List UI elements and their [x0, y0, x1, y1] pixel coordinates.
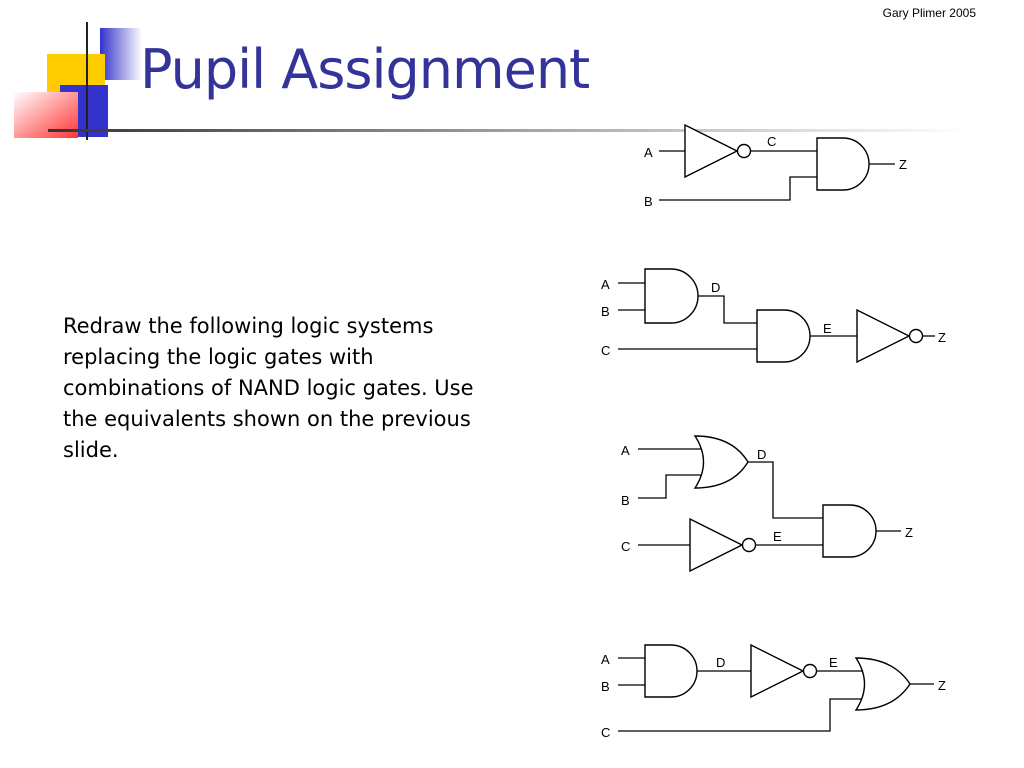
circuit-3-label-c: C [621, 539, 630, 554]
circuit-4-label-e: E [829, 655, 838, 670]
circuit-3-wire-d [748, 461, 823, 519]
circuit-1-not-bubble [736, 143, 752, 159]
circuit-3-label-a: A [621, 443, 630, 458]
author-credit: Gary Plimer 2005 [882, 6, 976, 20]
circuit-1-wire-b [659, 176, 817, 201]
circuit-2-not-gate [856, 308, 911, 364]
circuit-4-or-gate [854, 657, 911, 711]
circuit-3-not-gate [689, 517, 744, 573]
circuit-4-not-bubble [802, 663, 818, 679]
circuit-4-label-z: Z [938, 678, 946, 693]
circuit-4-label-b: B [601, 679, 610, 694]
circuit-3-label-d: D [757, 447, 766, 462]
corner-decoration [14, 22, 968, 140]
circuit-2-label-a: A [601, 277, 610, 292]
circuit-2-wire-d [698, 295, 757, 324]
slide-title: Pupil Assignment [140, 38, 590, 101]
circuit-3-not-bubble [741, 537, 757, 553]
circuit-4-label-c: C [601, 725, 610, 740]
circuit-3: A B C D E Z [621, 435, 913, 573]
circuit-1-label-z: Z [899, 157, 907, 172]
circuit-4: A B C D E Z [601, 643, 946, 740]
circuit-3-label-z: Z [905, 525, 913, 540]
circuit-4-wire-c [618, 698, 866, 732]
assignment-instructions: Redraw the following logic systems repla… [63, 314, 474, 462]
circuit-3-and-gate [822, 504, 877, 558]
circuit-1-label-a: A [644, 145, 653, 160]
deco-blue-fade-square [100, 28, 142, 80]
circuit-3-label-e: E [773, 529, 782, 544]
circuit-1: A B C Z [644, 123, 907, 209]
circuit-2-and-gate-1 [644, 268, 699, 324]
circuit-2-label-c: C [601, 343, 610, 358]
circuit-2: A B C D E Z [601, 268, 946, 364]
circuit-1-not-gate [684, 123, 739, 179]
circuit-4-not-gate [750, 643, 805, 699]
circuit-1-label-b: B [644, 194, 653, 209]
circuit-2-not-bubble [908, 328, 924, 344]
circuit-2-label-d: D [711, 280, 720, 295]
circuit-3-label-b: B [621, 493, 630, 508]
circuit-1-and-gate [816, 137, 870, 191]
circuit-3-wire-b [638, 474, 703, 499]
title-rule [48, 129, 968, 132]
circuit-2-label-z: Z [938, 330, 946, 345]
circuit-2-label-b: B [601, 304, 610, 319]
circuit-2-and-gate-2 [756, 309, 811, 363]
circuit-2-label-e: E [823, 321, 832, 336]
circuit-4-and-gate [644, 644, 698, 698]
circuit-3-or-gate [693, 435, 749, 489]
circuit-4-label-a: A [601, 652, 610, 667]
circuit-4-label-d: D [716, 655, 725, 670]
circuit-1-label-c: C [767, 134, 776, 149]
